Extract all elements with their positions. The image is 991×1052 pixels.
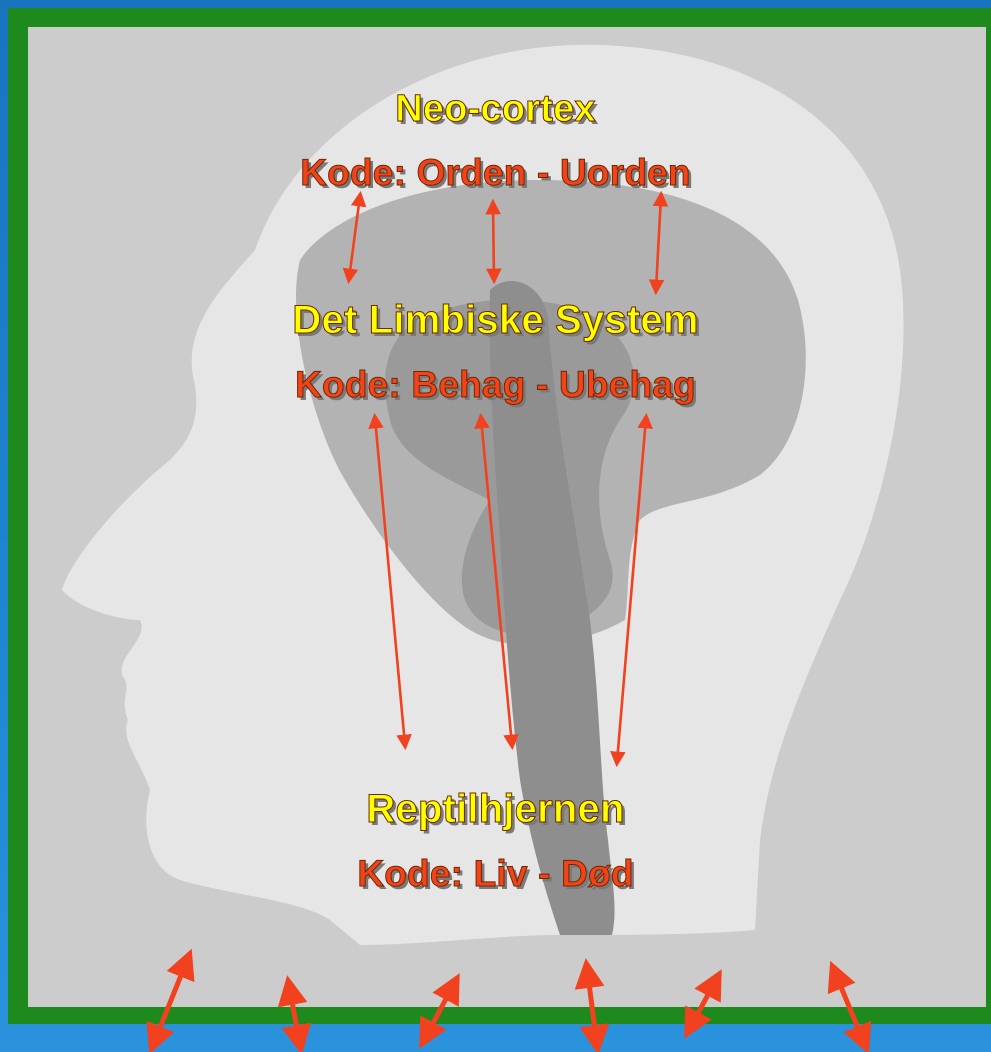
neocortex-title: Neo-cortex — [0, 88, 991, 131]
limbic-title: Det Limbiske System — [0, 298, 991, 343]
reptile-code: Kode: Liv - Død — [0, 853, 991, 895]
limbic-code: Kode: Behag - Ubehag — [0, 364, 991, 406]
neocortex-code: Kode: Orden - Uorden — [0, 152, 991, 194]
reptile-title: Reptilhjernen — [0, 787, 991, 832]
